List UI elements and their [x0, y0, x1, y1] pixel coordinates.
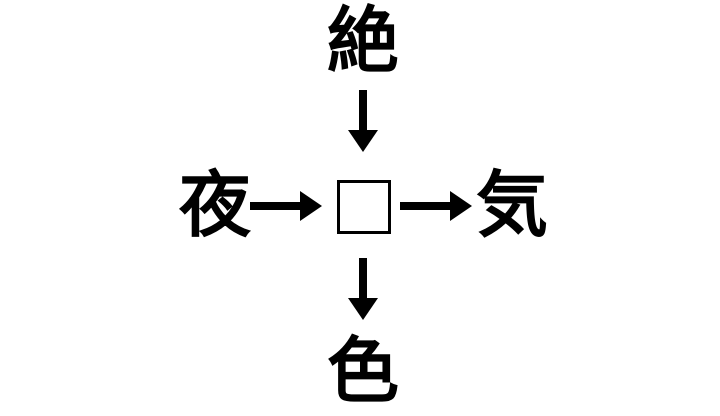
kanji-cell-left: 夜	[178, 163, 251, 247]
arrow-down-center	[348, 258, 378, 320]
kanji-cell-top: 絶	[326, 0, 399, 83]
answer-square-blank[interactable]	[337, 180, 391, 234]
arrow-down-top	[348, 90, 378, 152]
kanji-cell-bottom: 色	[326, 329, 399, 413]
arrow-right-center	[400, 191, 472, 221]
arrow-right-left	[250, 191, 322, 221]
kanji-cell-right: 気	[475, 163, 548, 247]
kanji-puzzle-canvas: 絶 夜 気	[178, 0, 548, 413]
